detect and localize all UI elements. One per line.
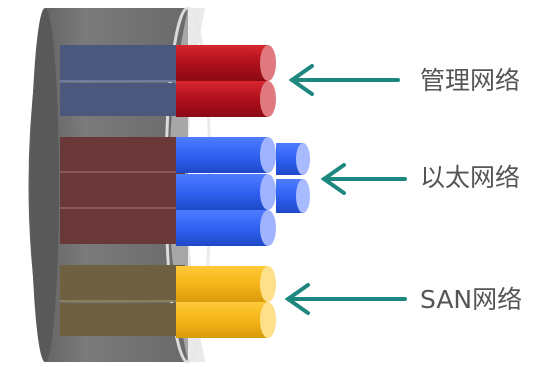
management-cables: [176, 45, 276, 117]
label-san-network: SAN网络: [420, 285, 523, 314]
inner-bundle-management: [60, 45, 185, 116]
label-management-network: 管理网络: [420, 66, 521, 95]
inner-bundle-ethernet: [60, 137, 185, 244]
arrow-ethernet: [320, 163, 407, 195]
san-cables: [176, 266, 276, 338]
ethernet-cables: [176, 137, 310, 246]
label-ethernet-network: 以太网络: [420, 163, 521, 192]
arrow-management: [288, 64, 400, 96]
arrow-san: [284, 283, 407, 315]
inner-bundle-san: [60, 265, 185, 336]
